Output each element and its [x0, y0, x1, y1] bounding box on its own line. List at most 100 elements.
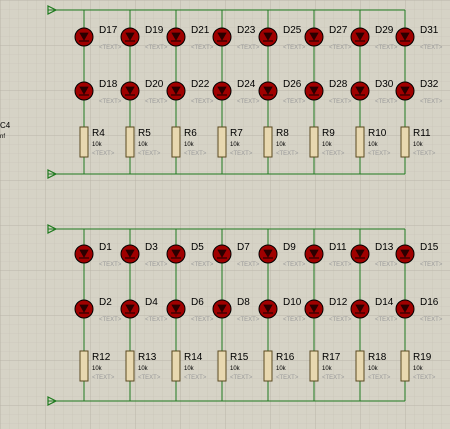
led-placeholder-text: <TEXT> [375, 99, 398, 105]
resistor-value: 10k [368, 142, 379, 148]
resistor-placeholder-text: <TEXT> [230, 151, 253, 157]
led-placeholder-text: <TEXT> [329, 45, 352, 51]
resistor-value: 10k [92, 366, 103, 372]
led-triangle [309, 304, 319, 313]
led-diode-icon[interactable]: D1 <TEXT> [74, 242, 122, 268]
led-designator: D4 [145, 297, 158, 308]
resistor-placeholder-text: <TEXT> [276, 151, 299, 157]
led-placeholder-text: <TEXT> [237, 262, 260, 268]
led-diode-icon[interactable]: D18<TEXT> [74, 79, 122, 105]
led-diode-icon[interactable]: D29<TEXT> [350, 25, 398, 51]
led-diode-icon[interactable]: D21<TEXT> [166, 25, 214, 51]
led-placeholder-text: <TEXT> [283, 45, 306, 51]
led-designator: D25 [283, 25, 302, 36]
led-triangle [263, 249, 273, 258]
led-diode-icon[interactable]: D22 <TEXT> [166, 79, 214, 105]
led-diode-icon[interactable]: D23<TEXT> [212, 25, 260, 51]
led-diode-icon[interactable]: D28<TEXT> [304, 79, 352, 105]
led-placeholder-text: <TEXT> [99, 262, 122, 268]
led-designator: D1 [99, 242, 112, 253]
led-placeholder-text: <TEXT> [191, 99, 214, 105]
led-designator: D26 [283, 79, 302, 90]
resistor-placeholder-text: <TEXT> [138, 151, 161, 157]
resistor-body [355, 350, 365, 382]
resistor-value: 10k [413, 142, 424, 148]
led-diode-icon[interactable]: D19<TEXT> [120, 25, 168, 51]
input-terminal-icon [47, 5, 58, 15]
led-placeholder-text: <TEXT> [375, 262, 398, 268]
led-diode-icon[interactable]: D26<TEXT> [258, 79, 306, 105]
led-diode-icon[interactable]: D8<TEXT> [212, 297, 260, 323]
led-placeholder-text: <TEXT> [145, 317, 168, 323]
led-designator: D15 [420, 242, 439, 253]
led-designator: D5 [191, 242, 204, 253]
led-diode-icon[interactable]: D12<TEXT> [304, 297, 352, 323]
led-designator: D27 [329, 25, 348, 36]
led-diode-icon[interactable]: D2 <TEXT> [74, 297, 122, 323]
led-diode-icon[interactable]: D11<TEXT> [304, 242, 352, 268]
led-diode-icon[interactable]: D30<TEXT> [350, 79, 398, 105]
resistor-placeholder-text: <TEXT> [413, 375, 436, 381]
led-triangle [171, 32, 181, 41]
led-designator: D22 [191, 79, 210, 90]
resistor-value: 10k [368, 366, 379, 372]
resistor-body [355, 126, 365, 158]
led-triangle [400, 304, 410, 313]
led-designator: D31 [420, 25, 439, 36]
led-diode-icon[interactable]: D31<TEXT> [395, 25, 443, 51]
resistor-placeholder-text: <TEXT> [322, 375, 345, 381]
resistor-body [217, 126, 227, 158]
led-diode-icon[interactable]: D3<TEXT> [120, 242, 168, 268]
led-diode-icon[interactable]: D5<TEXT> [166, 242, 214, 268]
led-designator: D28 [329, 79, 348, 90]
led-diode-icon[interactable]: D20<TEXT> [120, 79, 168, 105]
resistor-value: 10k [230, 142, 241, 148]
led-triangle [400, 249, 410, 258]
led-placeholder-text: <TEXT> [99, 317, 122, 323]
led-diode-icon[interactable]: D32<TEXT> [395, 79, 443, 105]
led-triangle [79, 249, 89, 258]
led-designator: D2 [99, 297, 112, 308]
resistor-designator: R14 [184, 352, 203, 363]
led-diode-icon[interactable]: D16<TEXT> [395, 297, 443, 323]
led-diode-icon[interactable]: D7<TEXT> [212, 242, 260, 268]
led-diode-icon[interactable]: D15<TEXT> [395, 242, 443, 268]
resistor-placeholder-text: <TEXT> [92, 375, 115, 381]
led-triangle [263, 304, 273, 313]
resistor-body [263, 350, 273, 382]
led-diode-icon[interactable]: D13<TEXT> [350, 242, 398, 268]
led-diode-icon[interactable]: D14<TEXT> [350, 297, 398, 323]
led-placeholder-text: <TEXT> [375, 45, 398, 51]
led-triangle [400, 32, 410, 41]
led-diode-icon[interactable]: D27 <TEXT> [304, 25, 352, 51]
led-diode-icon[interactable]: D25 <TEXT> [258, 25, 306, 51]
led-placeholder-text: <TEXT> [237, 317, 260, 323]
led-diode-icon[interactable]: D9<TEXT> [258, 242, 306, 268]
led-diode-icon[interactable]: D24<TEXT> [212, 79, 260, 105]
led-diode-icon[interactable]: D6<TEXT> [166, 297, 214, 323]
resistor-body [171, 126, 181, 158]
margin-label-nf: nf [0, 134, 5, 140]
led-diode-icon[interactable]: D17<TEXT> [74, 25, 122, 51]
led-diode-icon[interactable]: D10<TEXT> [258, 297, 306, 323]
led-diode-icon[interactable]: D4 <TEXT> [120, 297, 168, 323]
resistor-body [400, 350, 410, 382]
led-designator: D19 [145, 25, 164, 36]
